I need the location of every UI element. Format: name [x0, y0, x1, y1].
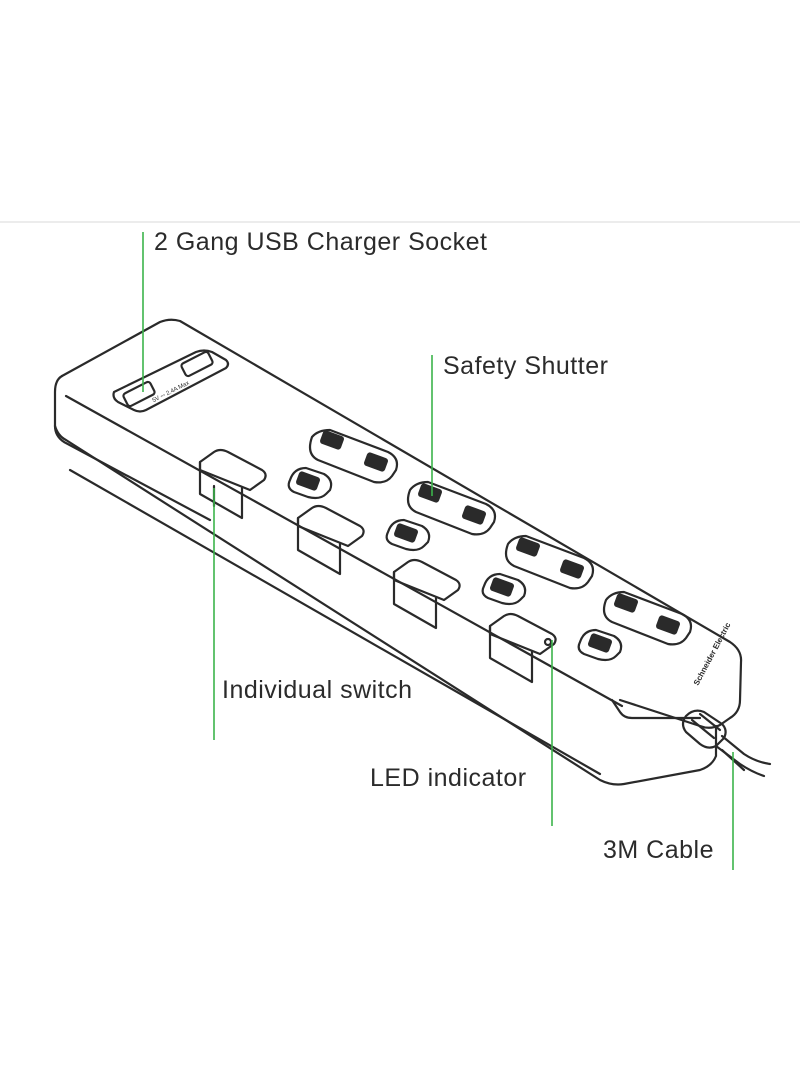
led-indicator — [543, 637, 553, 647]
usb-rating-text: 5V ⎓ 2.4A Max — [152, 380, 191, 404]
callout-cable: 3M Cable — [603, 836, 714, 864]
switch-2 — [296, 504, 365, 576]
strip-side-edge — [53, 424, 718, 786]
usb-module — [112, 349, 230, 413]
usb-port-1 — [122, 380, 156, 408]
socket-2 — [385, 480, 497, 552]
callout-switch: Individual switch — [222, 676, 413, 704]
callout-shutter: Safety Shutter — [443, 352, 609, 380]
socket-4 — [577, 590, 693, 662]
switch-1 — [198, 448, 267, 520]
switch-4 — [488, 612, 557, 684]
switch-3 — [392, 558, 461, 630]
top-band — [0, 0, 800, 223]
strip-base-edge — [68, 468, 602, 776]
socket-1 — [287, 428, 399, 500]
usb-port-2 — [180, 350, 214, 378]
callout-usb: 2 Gang USB Charger Socket — [154, 228, 488, 256]
strip-top-face — [60, 318, 743, 729]
callout-led: LED indicator — [370, 764, 527, 792]
top-face-edge — [64, 394, 624, 708]
socket-3 — [481, 534, 595, 606]
end-cap-edge — [610, 698, 702, 720]
